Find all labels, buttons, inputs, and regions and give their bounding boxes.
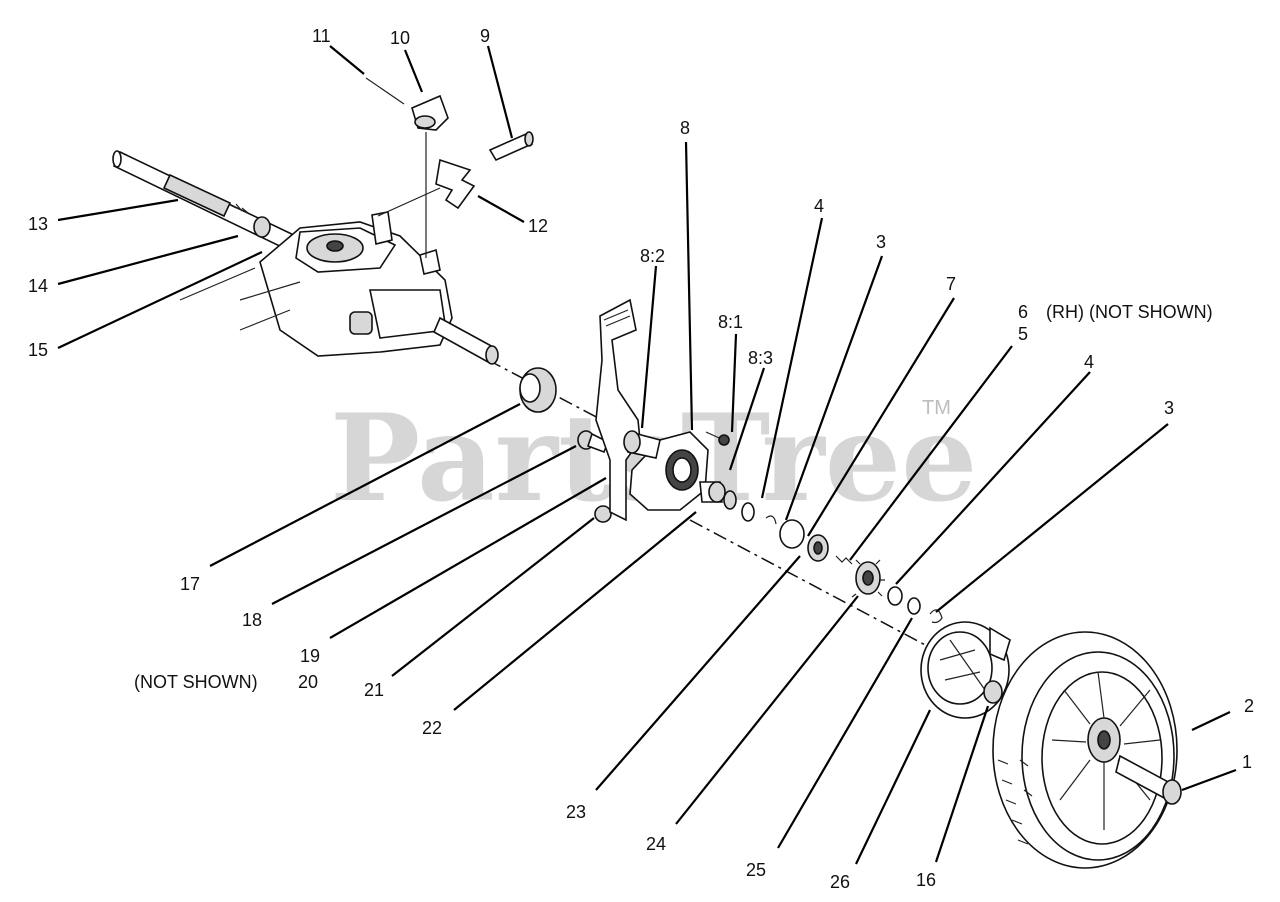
callout-20-note: (NOT SHOWN)	[134, 672, 258, 692]
callout-8-3: 8:3	[748, 348, 773, 368]
callout-10: 10	[390, 28, 410, 48]
callout-1: 1	[1242, 752, 1252, 772]
callout-9: 9	[480, 26, 490, 46]
callout-8-2: 8:2	[640, 246, 665, 266]
transmission-housing	[179, 211, 453, 357]
axle-bolt	[1115, 754, 1182, 805]
callout-5: 5	[1018, 324, 1028, 344]
callout-labels: 13 14 15 11 10 9 12 8 8:2 8:1 8:3 4 3 7 …	[28, 26, 1254, 892]
callout-11: 11	[312, 26, 331, 46]
pinion-gear	[835, 555, 885, 598]
leader-lines	[57, 45, 1237, 865]
callout-3-upper: 3	[876, 232, 886, 252]
hub-cover	[920, 621, 1011, 719]
callout-12: 12	[528, 216, 548, 236]
callout-4-lower: 4	[1084, 352, 1094, 372]
wheel	[992, 631, 1178, 869]
cable-bracket	[377, 131, 534, 217]
watermark-trademark: TM	[922, 397, 951, 419]
callout-15: 15	[28, 340, 48, 360]
callout-24: 24	[646, 834, 666, 854]
callout-26: 26	[830, 872, 850, 892]
callout-4-upper: 4	[814, 196, 824, 216]
callout-14: 14	[28, 276, 48, 296]
callout-7: 7	[946, 274, 956, 294]
callout-8-1: 8:1	[718, 312, 743, 332]
bushing	[519, 367, 557, 413]
pivot-arm-assembly	[623, 430, 730, 511]
callout-19: 19	[300, 646, 320, 666]
outer-washers	[887, 586, 943, 624]
axle-washers	[723, 490, 829, 562]
callout-22: 22	[422, 718, 442, 738]
drive-shaft	[112, 150, 302, 254]
callout-3-lower: 3	[1164, 398, 1174, 418]
callout-8: 8	[680, 118, 690, 138]
callout-16: 16	[916, 870, 936, 890]
callout-13: 13	[28, 214, 48, 234]
callout-20: 20	[298, 672, 318, 692]
callout-2: 2	[1244, 696, 1254, 716]
callout-21: 21	[364, 680, 384, 700]
callout-18: 18	[242, 610, 262, 630]
output-shaft	[432, 316, 499, 365]
callout-17: 17	[180, 574, 200, 594]
callout-6: 6	[1018, 302, 1028, 322]
adjuster-knob	[365, 77, 449, 258]
callout-23: 23	[566, 802, 586, 822]
callout-6-note: (RH) (NOT SHOWN)	[1046, 302, 1213, 322]
callout-25: 25	[746, 860, 766, 880]
